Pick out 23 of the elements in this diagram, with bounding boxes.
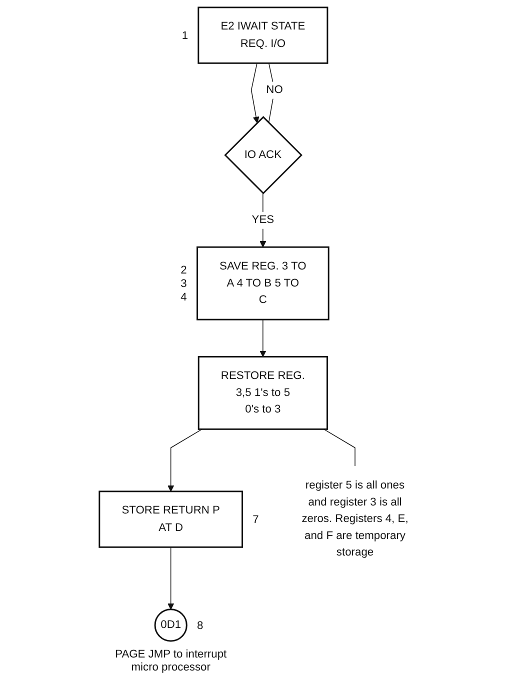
arrow	[168, 428, 202, 492]
arrow	[260, 319, 266, 358]
step-number: 4	[180, 291, 187, 304]
edge-label: YES	[252, 213, 274, 226]
arrow	[260, 192, 266, 248]
node-box: E2 IWAIT STATE REQ. I/O	[198, 6, 328, 64]
node-circle: 0D1	[154, 608, 188, 642]
arrow	[168, 546, 174, 610]
node-box: SAVE REG. 3 TO A 4 TO B 5 TO C	[196, 246, 330, 320]
step-number: 1	[182, 30, 188, 42]
step-number: 3	[180, 278, 187, 290]
node-box: STORE RETURN P AT D	[98, 490, 244, 548]
edge-label: NO	[266, 83, 283, 96]
arrow	[250, 62, 260, 124]
node-diamond: IO ACK	[224, 116, 302, 194]
step-number: 2	[180, 264, 187, 277]
connector	[268, 62, 275, 124]
node-box: RESTORE REG. 3,5 1's to 5 0's to 3	[198, 356, 328, 430]
connector	[323, 428, 356, 467]
node-text: register 5 is all ones and register 3 is all zeros. Registers 4, E, and F are temporary storage	[302, 478, 408, 558]
step-number: 7	[252, 514, 259, 526]
annotation-text: PAGE JMP to interrupt micro processor	[115, 648, 227, 674]
step-number: 8	[197, 620, 204, 632]
